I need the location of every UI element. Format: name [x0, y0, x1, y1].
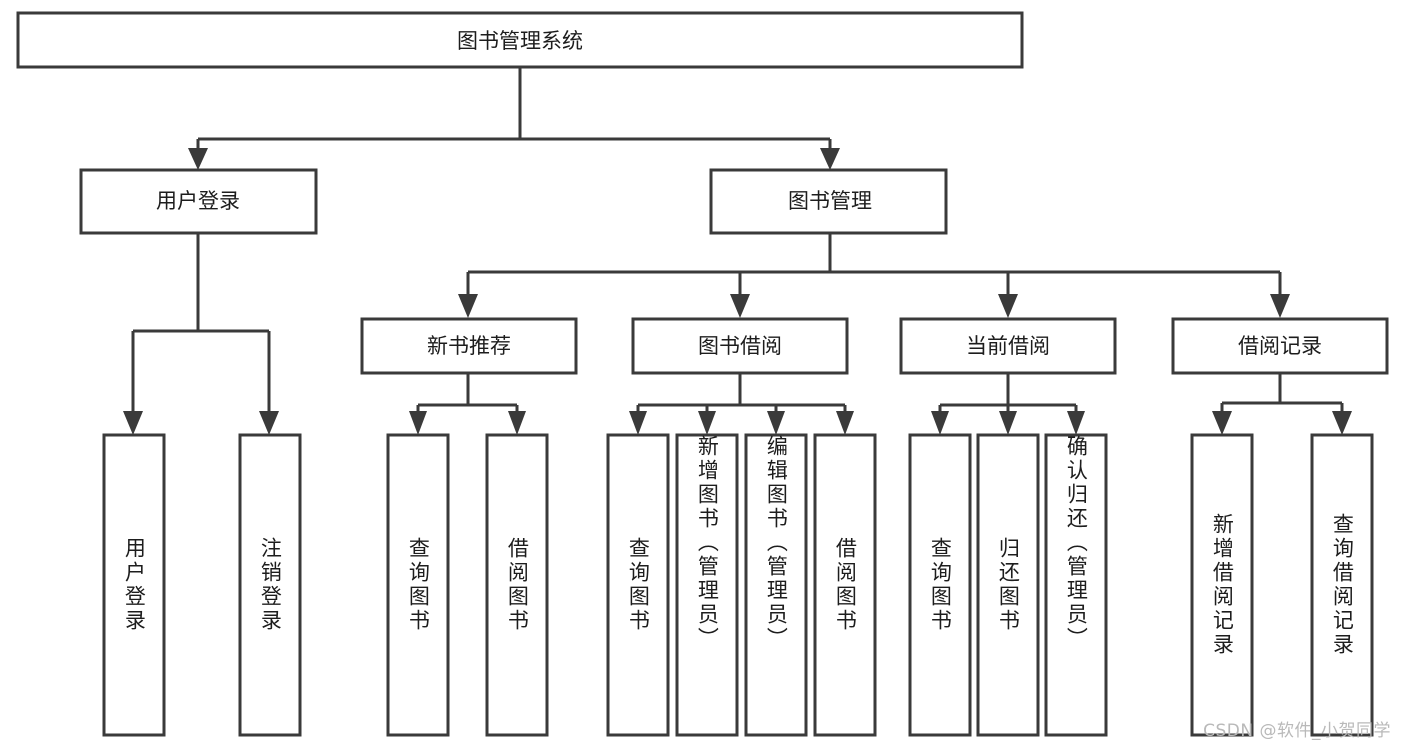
- connector-bookmgmt-to-level3: [458, 233, 1290, 318]
- arrow-head-icon: [836, 411, 854, 435]
- connector-currentborrow-to-leaves: [931, 373, 1085, 435]
- connector-borrowrecord-to-leaves: [1212, 373, 1352, 435]
- arrow-head-icon: [820, 148, 840, 170]
- node-root[interactable]: 图书管理系统: [16, 11, 1024, 69]
- node-book-management[interactable]: 图书管理: [709, 168, 948, 235]
- arrow-head-icon: [998, 294, 1018, 318]
- connector-bookborrow-to-leaves: [629, 373, 854, 435]
- node-new-book-recommend[interactable]: 新书推荐: [360, 317, 578, 375]
- leaf-box-current-borrow-0[interactable]: [908, 433, 972, 737]
- arrow-head-icon: [931, 411, 949, 435]
- leaf-box-book-borrow-2[interactable]: [744, 433, 808, 737]
- node-book-borrow-box[interactable]: [631, 317, 849, 375]
- leaf-box-current-borrow-1[interactable]: [976, 433, 1040, 737]
- arrow-head-icon: [188, 148, 208, 170]
- leaf-box-new-book-1[interactable]: [485, 433, 549, 737]
- arrow-head-icon: [409, 411, 427, 435]
- arrow-head-icon: [123, 411, 143, 435]
- leaf-box-book-borrow-1[interactable]: [675, 433, 739, 737]
- node-current-borrow-box[interactable]: [899, 317, 1117, 375]
- node-borrow-record[interactable]: 借阅记录: [1171, 317, 1389, 375]
- node-user-login-label: 用户登录: [156, 189, 240, 213]
- node-new-book-recommend-box[interactable]: [360, 317, 578, 375]
- node-book-borrow-label: 图书借阅: [698, 334, 782, 358]
- connector-newbook-to-leaves: [409, 373, 526, 435]
- leaf-box-book-borrow-3[interactable]: [813, 433, 877, 737]
- arrow-head-icon: [458, 294, 478, 318]
- arrow-head-icon: [1332, 411, 1352, 435]
- arrow-head-icon: [1067, 411, 1085, 435]
- arrow-head-icon: [629, 411, 647, 435]
- arrow-head-icon: [698, 411, 716, 435]
- node-new-book-recommend-label: 新书推荐: [427, 334, 511, 358]
- leaf-box-borrow-record-0[interactable]: [1190, 433, 1254, 737]
- leaf-box-user-login-0[interactable]: [102, 433, 166, 737]
- node-user-login[interactable]: 用户登录: [79, 168, 318, 235]
- connector-root-to-level2: [188, 67, 840, 170]
- node-book-management-box[interactable]: [709, 168, 948, 235]
- watermark: CSDN @软件_小贺同学: [1203, 721, 1391, 741]
- connector-userlogin-to-leaves: [123, 233, 279, 435]
- arrow-head-icon: [767, 411, 785, 435]
- node-book-borrow[interactable]: 图书借阅: [631, 317, 849, 375]
- arrow-head-icon: [1270, 294, 1290, 318]
- leaf-box-borrow-record-1[interactable]: [1310, 433, 1374, 737]
- node-borrow-record-label: 借阅记录: [1238, 334, 1322, 358]
- node-root-box[interactable]: [16, 11, 1024, 69]
- arrow-head-icon: [999, 411, 1017, 435]
- node-book-management-label: 图书管理: [788, 189, 872, 213]
- arrow-head-icon: [508, 411, 526, 435]
- leaf-box-book-borrow-0[interactable]: [606, 433, 670, 737]
- node-user-login-box[interactable]: [79, 168, 318, 235]
- node-current-borrow[interactable]: 当前借阅: [899, 317, 1117, 375]
- arrow-head-icon: [1212, 411, 1232, 435]
- arrow-head-icon: [259, 411, 279, 435]
- arrow-head-icon: [730, 294, 750, 318]
- node-borrow-record-box[interactable]: [1171, 317, 1389, 375]
- leaf-box-user-login-1[interactable]: [238, 433, 302, 737]
- leaf-box-current-borrow-2[interactable]: [1044, 433, 1108, 737]
- node-current-borrow-label: 当前借阅: [966, 334, 1050, 358]
- node-root-label: 图书管理系统: [457, 29, 583, 53]
- leaf-box-new-book-0[interactable]: [386, 433, 450, 737]
